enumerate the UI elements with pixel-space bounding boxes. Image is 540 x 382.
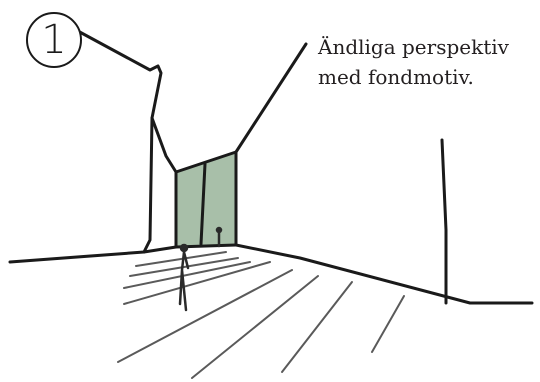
street-hatch-line: [129, 257, 239, 277]
caption-line-2: med fondmotiv.: [318, 65, 474, 89]
street-hatch-line: [123, 261, 251, 289]
ground-line-left: [8, 243, 238, 264]
street-hatch-line: [117, 269, 293, 363]
right-roof-line: [234, 42, 308, 154]
street-hatch-line: [281, 281, 353, 373]
step-number: 1: [41, 17, 67, 63]
pedestrian-figure: [178, 250, 190, 312]
caption: Ändliga perspektiv med fondmotiv.: [318, 32, 509, 92]
street-hatch-line: [135, 251, 227, 267]
pedestrian-head: [179, 243, 189, 253]
street-hatch-line: [191, 275, 319, 379]
fond-divider: [199, 162, 207, 246]
fond-building-fill: [176, 152, 236, 247]
ground-line-right: [234, 243, 534, 305]
fond-outline: [174, 150, 238, 247]
step-number-badge: 1: [26, 12, 82, 68]
street-hatch-line: [123, 261, 271, 305]
left-building-edge: [142, 116, 154, 254]
left-building-outline: [74, 28, 178, 249]
right-building-edge: [440, 138, 448, 305]
street-hatch-line: [371, 295, 405, 353]
caption-line-1: Ändliga perspektiv: [318, 35, 509, 59]
distant-figure-head: [215, 226, 223, 234]
